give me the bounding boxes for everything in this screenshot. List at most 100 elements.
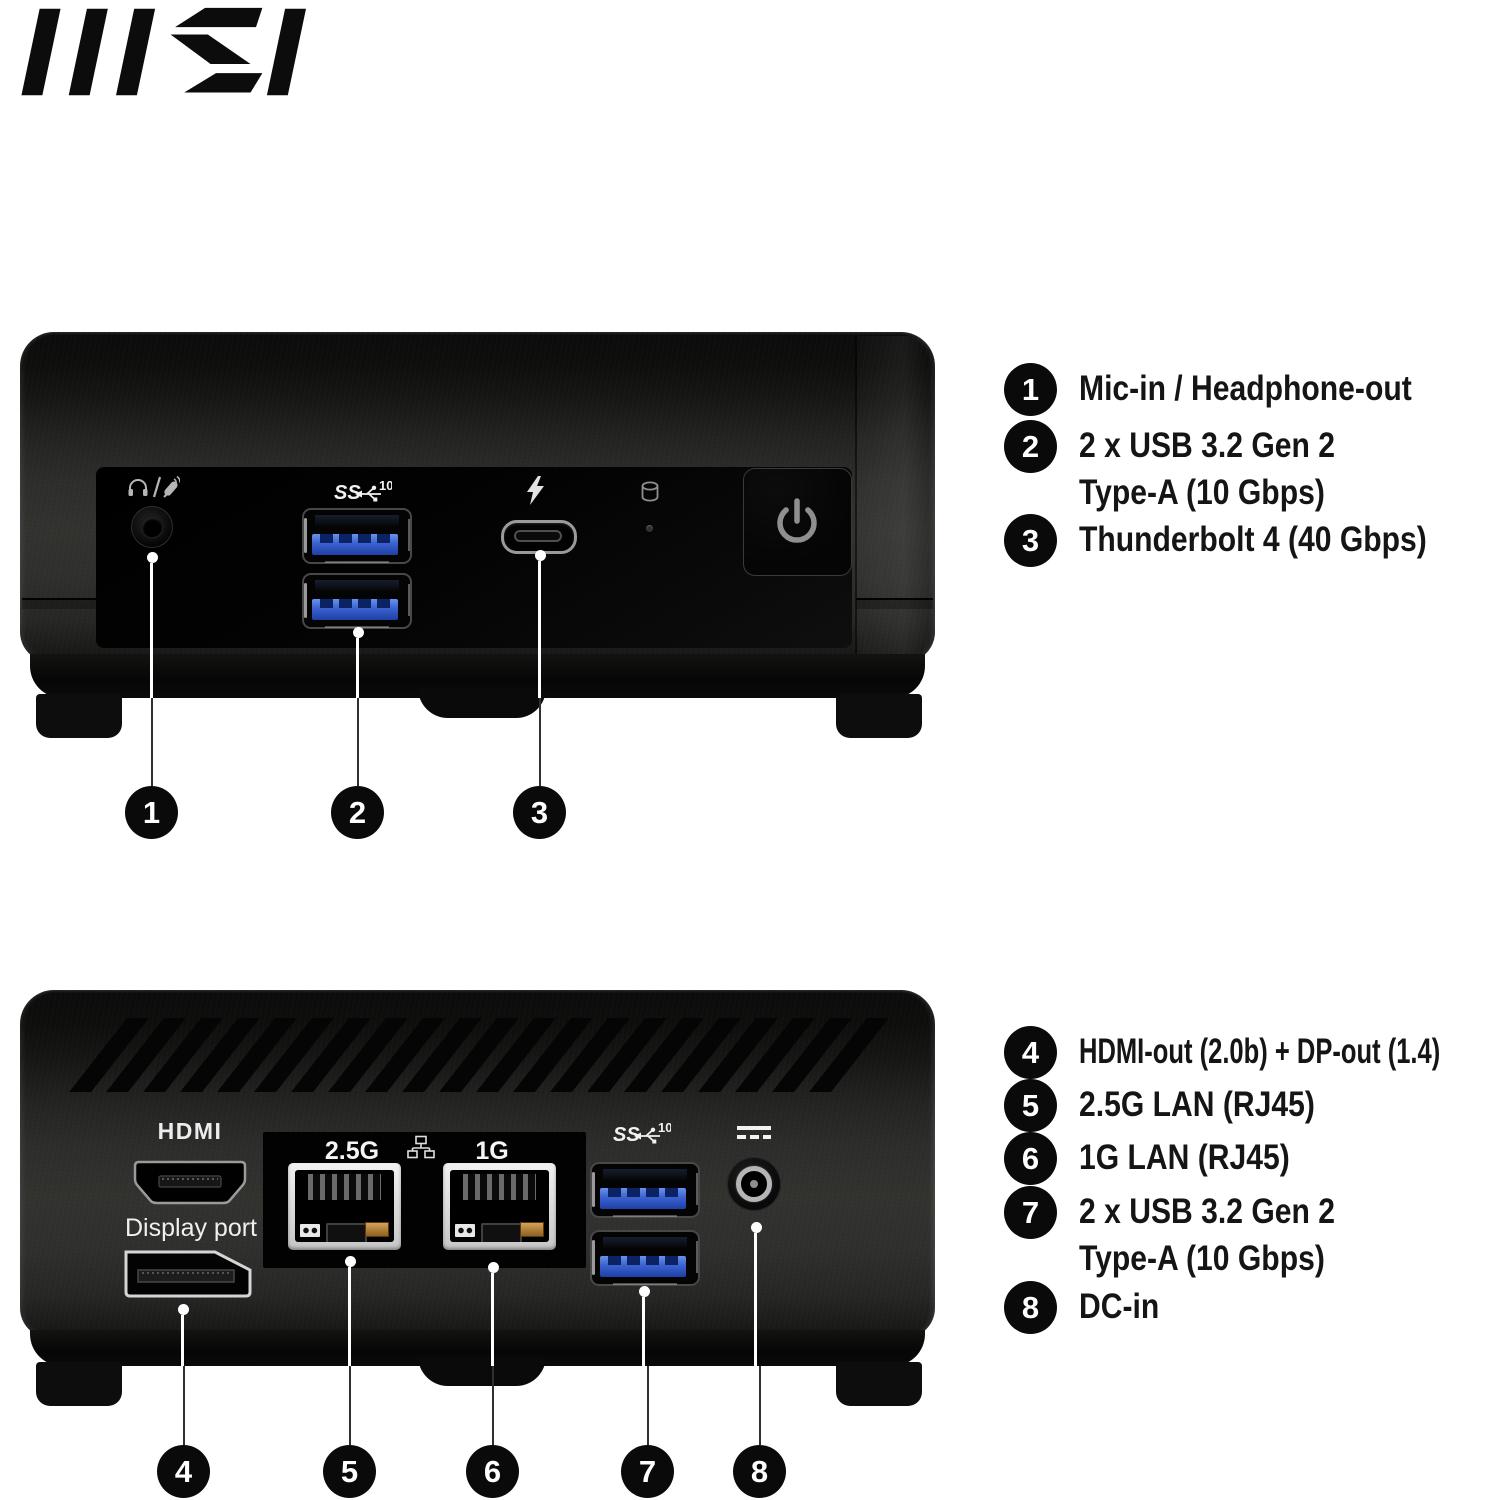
legend-num-2: 2 (1004, 420, 1057, 473)
legend-text: Type-A (10 Gbps) (1079, 1239, 1325, 1278)
usb-highlight (696, 1173, 698, 1205)
power-button-panel (743, 468, 852, 576)
callout-line-3 (538, 561, 541, 698)
rj45-clip-slot (325, 1222, 368, 1242)
callout-3: 3 (513, 786, 566, 839)
rj45-contact (365, 1222, 389, 1237)
callout-line-8 (759, 1366, 761, 1445)
usb-highlight (408, 519, 410, 551)
legend-num-8: 8 (1004, 1281, 1057, 1334)
legend-item-5: 5 2.5G LAN (RJ45) (1004, 1079, 1353, 1132)
callout-line-6 (492, 1366, 494, 1445)
usb-tongue (312, 534, 398, 555)
usb-a-port-front-top (302, 508, 412, 564)
rear-center-stand (418, 1356, 546, 1386)
msi-logo (21, 7, 306, 96)
callout-2: 2 (331, 786, 384, 839)
usb-reflection (314, 515, 400, 527)
legend-text: 2 x USB 3.2 Gen 2 (1079, 1192, 1335, 1231)
svg-text:SS: SS (334, 482, 361, 504)
legend-item-8: 8 DC-in (1004, 1281, 1172, 1334)
legend-text: 2.5G LAN (RJ45) (1079, 1085, 1315, 1124)
displayport-label: Display port (125, 1214, 257, 1242)
rj45-pins (308, 1174, 381, 1200)
usb-tongue (600, 1188, 686, 1209)
legend-text: Thunderbolt 4 (40 Gbps) (1079, 520, 1427, 559)
dc-ring (736, 1166, 772, 1202)
usb-tongue (600, 1256, 686, 1277)
legend-num-5: 5 (1004, 1079, 1057, 1132)
callout-dot-4 (178, 1304, 189, 1315)
displayport-port (124, 1250, 252, 1298)
rj45-contact (520, 1222, 544, 1237)
callout-line-2 (357, 698, 359, 786)
callout-7: 7 (621, 1445, 674, 1498)
usb-highlight (304, 517, 307, 554)
callout-line-5 (348, 1267, 351, 1366)
thunderbolt-icon (527, 476, 544, 505)
legend-item-2: 2 2 x USB 3.2 Gen 2 Type-A (10 Gbps) (1004, 420, 1377, 516)
callout-dot-6 (488, 1262, 499, 1273)
usbc-inner (514, 530, 562, 542)
usb-ss10-icon-front: SS 10 (334, 478, 392, 504)
callout-line-3 (539, 698, 541, 786)
usb-highlight (408, 584, 410, 616)
callout-line-5 (349, 1366, 351, 1445)
legend-text: 2 x USB 3.2 Gen 2 (1079, 426, 1335, 465)
hdmi-port (133, 1160, 247, 1205)
callout-line-2 (356, 638, 359, 698)
callout-dot-5 (345, 1256, 356, 1267)
usb-tongue (312, 599, 398, 620)
callout-8: 8 (733, 1445, 786, 1498)
callout-4: 4 (157, 1445, 210, 1498)
hdd-led (646, 525, 653, 532)
legend-num-1: 1 (1004, 363, 1057, 416)
callout-line-6 (491, 1273, 494, 1366)
rj45-indicator (455, 1224, 475, 1237)
lan-1g-label: 1G (475, 1137, 509, 1165)
rj45-pins (463, 1174, 536, 1200)
front-center-stand (418, 688, 546, 718)
usb-highlight (613, 1215, 677, 1217)
svg-text:SS: SS (613, 1124, 640, 1146)
callout-6: 6 (466, 1445, 519, 1498)
front-right-endcap (855, 336, 935, 658)
lan-2-5g-label: 2.5G (324, 1137, 380, 1165)
legend-item-1: 1 Mic-in / Headphone-out (1004, 363, 1466, 416)
usb-highlight (592, 1171, 595, 1208)
callout-dot-3 (535, 550, 546, 561)
lan-2-5g-port (288, 1163, 401, 1250)
legend-num-7: 7 (1004, 1186, 1057, 1239)
usb-highlight (325, 561, 389, 563)
usb-reflection (602, 1237, 688, 1249)
legend-text: DC-in (1079, 1287, 1160, 1326)
legend-num-6: 6 (1004, 1132, 1057, 1185)
callout-dot-8 (751, 1222, 762, 1233)
usb-ss10-icon-rear: SS 10 (613, 1120, 671, 1146)
usb-highlight (304, 582, 307, 619)
legend-num-4: 4 (1004, 1026, 1057, 1079)
legend-item-7: 7 2 x USB 3.2 Gen 2 Type-A (10 Gbps) (1004, 1186, 1377, 1282)
callout-dot-2 (353, 627, 364, 638)
legend-item-6: 6 1G LAN (RJ45) (1004, 1132, 1324, 1185)
hdd-indicator-icon (641, 481, 659, 502)
callout-line-7 (647, 1366, 649, 1445)
dc-in-port (727, 1157, 781, 1211)
power-button-icon (777, 498, 817, 543)
rj45-cavity (295, 1170, 394, 1242)
svg-text:10: 10 (658, 1120, 671, 1135)
audio-jack-hole (142, 517, 162, 537)
usb-reflection (602, 1169, 688, 1181)
svg-text:10: 10 (379, 478, 392, 493)
mini-pc-rear-view: HDMI Display port 2.5G 1G (20, 990, 935, 1410)
rj45-clip-slot (480, 1222, 523, 1242)
dc-in-icon (737, 1126, 771, 1141)
legend-item-3: 3 Thunderbolt 4 (40 Gbps) (1004, 514, 1483, 567)
mini-pc-front-view: SS 10 (20, 332, 935, 742)
usb-highlight (696, 1241, 698, 1273)
usb-a-port-rear-top (590, 1162, 700, 1218)
legend-text: Mic-in / Headphone-out (1079, 369, 1412, 408)
legend-text: 1G LAN (RJ45) (1079, 1138, 1290, 1177)
front-right-groove (856, 598, 933, 609)
